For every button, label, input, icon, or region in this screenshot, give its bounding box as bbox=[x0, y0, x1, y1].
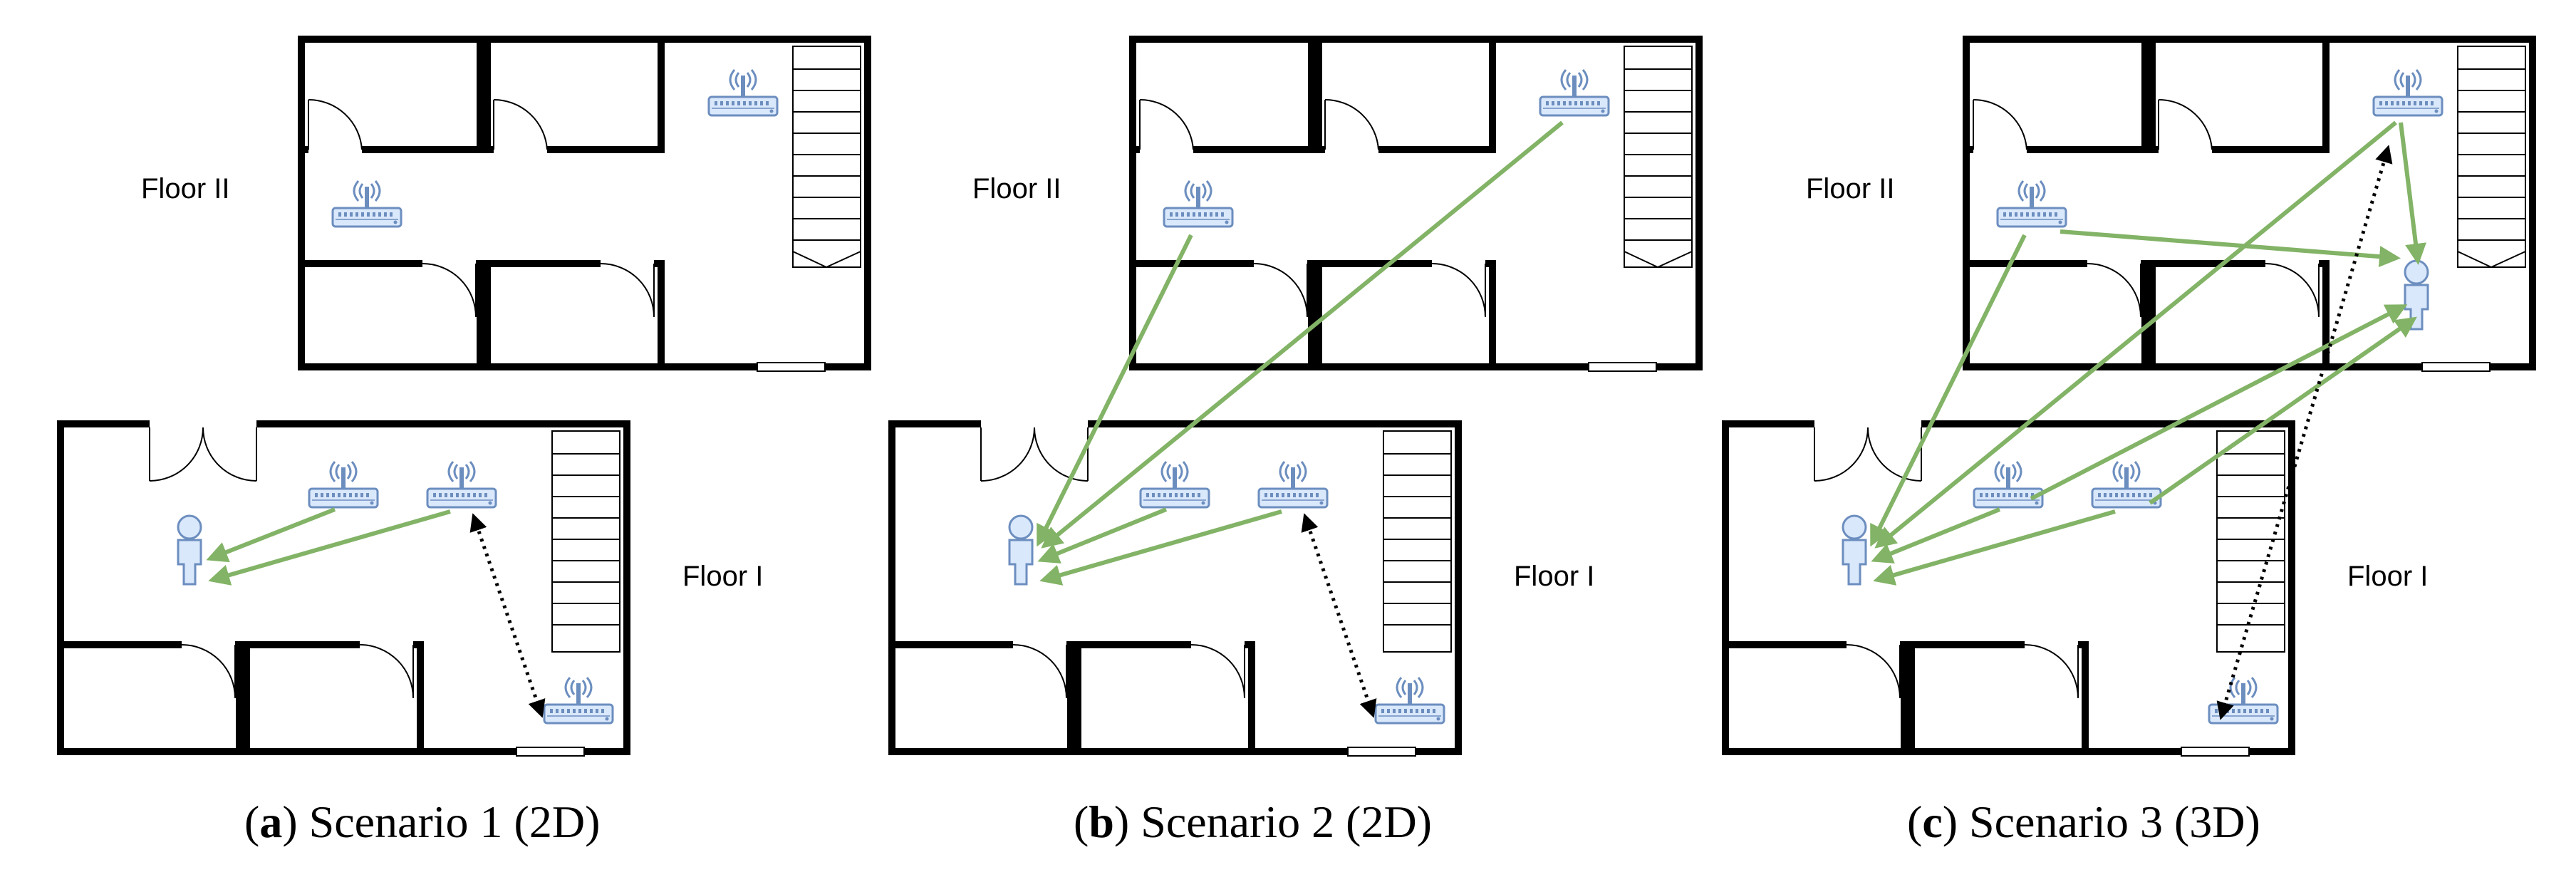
caption-text: Scenario 1 (2D) bbox=[309, 796, 601, 847]
floor-plan-upper bbox=[1966, 39, 2533, 371]
floor-label-upper: Floor II bbox=[141, 173, 229, 204]
person-icon bbox=[1842, 514, 1867, 586]
person-icon bbox=[1008, 514, 1034, 586]
signal-link bbox=[1041, 120, 1564, 549]
panel-c: Floor II Floor I (c) Scenario 3 (3D) bbox=[1725, 39, 2533, 847]
inter-router-link bbox=[1301, 513, 1377, 718]
wifi-router-icon bbox=[1257, 460, 1329, 509]
signal-link bbox=[1039, 509, 1282, 586]
wifi-router-icon bbox=[1996, 180, 2067, 228]
caption: (b) Scenario 2 (2D) bbox=[1074, 796, 1432, 847]
wifi-router-icon bbox=[1139, 460, 1210, 509]
signal-link bbox=[1037, 234, 1193, 547]
caption-letter: c bbox=[1922, 796, 1942, 847]
person-icon bbox=[2404, 259, 2429, 331]
caption: (a) Scenario 1 (2D) bbox=[244, 796, 600, 847]
floor-plan-upper bbox=[1133, 39, 1699, 371]
caption-text: Scenario 2 (2D) bbox=[1141, 796, 1432, 847]
signal-link bbox=[1870, 234, 2027, 547]
floor-label-lower: Floor I bbox=[1514, 561, 1594, 592]
wifi-router-icon bbox=[2208, 676, 2279, 725]
wifi-router-icon bbox=[543, 676, 614, 725]
wifi-router-icon bbox=[1374, 676, 1445, 725]
inter-router-link bbox=[469, 513, 546, 718]
wifi-router-icon bbox=[331, 180, 402, 228]
inter-router-link bbox=[2216, 145, 2393, 720]
signal-link bbox=[1871, 507, 2001, 564]
floor-label-lower: Floor I bbox=[682, 561, 763, 592]
caption-text: Scenario 3 (3D) bbox=[1969, 796, 2260, 847]
caption: (c) Scenario 3 (3D) bbox=[1907, 796, 2260, 847]
signal-link bbox=[208, 509, 451, 586]
wifi-router-icon bbox=[1539, 68, 1610, 117]
panel-b: Floor II Floor I (b) Scenario 2 (2D) bbox=[892, 39, 1699, 847]
wifi-router-icon bbox=[426, 460, 497, 509]
wifi-router-icon bbox=[2372, 68, 2443, 117]
wifi-router-icon bbox=[1163, 180, 1234, 228]
caption-letter: b bbox=[1089, 796, 1114, 847]
wifi-router-icon bbox=[707, 68, 779, 117]
signal-link bbox=[1874, 120, 2397, 549]
floor-label-lower: Floor I bbox=[2347, 561, 2428, 592]
panel-a: Floor II Floor I (a) Scenario 1 (2D) bbox=[61, 39, 868, 847]
person-icon bbox=[177, 514, 202, 586]
wifi-router-icon bbox=[308, 460, 379, 509]
floor-plan-upper bbox=[301, 39, 868, 371]
signal-link bbox=[206, 507, 336, 563]
signal-link bbox=[2399, 122, 2426, 265]
signal-link bbox=[1037, 507, 1168, 564]
signal-link bbox=[1873, 509, 2116, 586]
floor-label-upper: Floor II bbox=[972, 173, 1061, 204]
caption-letter: a bbox=[259, 796, 282, 847]
signal-link bbox=[2060, 229, 2401, 268]
floor-label-upper: Floor II bbox=[1806, 173, 1894, 204]
